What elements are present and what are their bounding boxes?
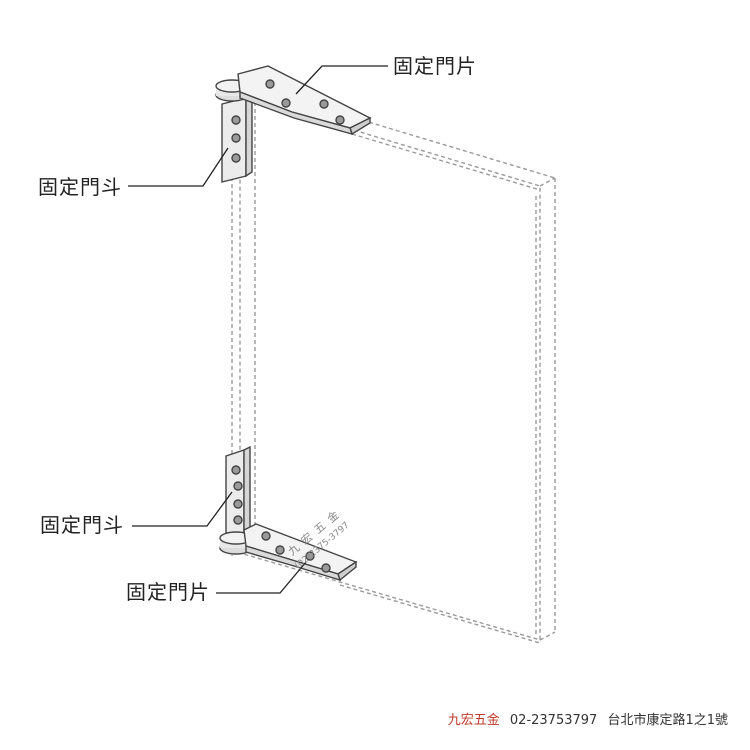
callout-top-door-frame: 固定門斗 [38, 175, 122, 199]
footer-contact: 九宏五金 02-23753797 台北市康定路1之1號 [448, 709, 728, 728]
top-hinge [215, 65, 372, 183]
footer-address: 台北市康定路1之1號 [607, 713, 728, 728]
leader-bottom-plate [216, 561, 307, 594]
footer-phone: 02-23753797 [509, 713, 598, 728]
callout-bottom-door-plate: 固定門片 [126, 580, 210, 604]
footer-brand: 九宏五金 [447, 713, 500, 728]
callout-top-door-plate: 固定門片 [393, 54, 477, 78]
leader-lines [128, 65, 388, 594]
bottom-hinge [219, 445, 358, 582]
callout-bottom-door-frame: 固定門斗 [40, 513, 124, 537]
leader-top-frame [128, 147, 229, 187]
leader-bottom-frame [132, 491, 233, 527]
leader-top-plate [295, 65, 388, 95]
